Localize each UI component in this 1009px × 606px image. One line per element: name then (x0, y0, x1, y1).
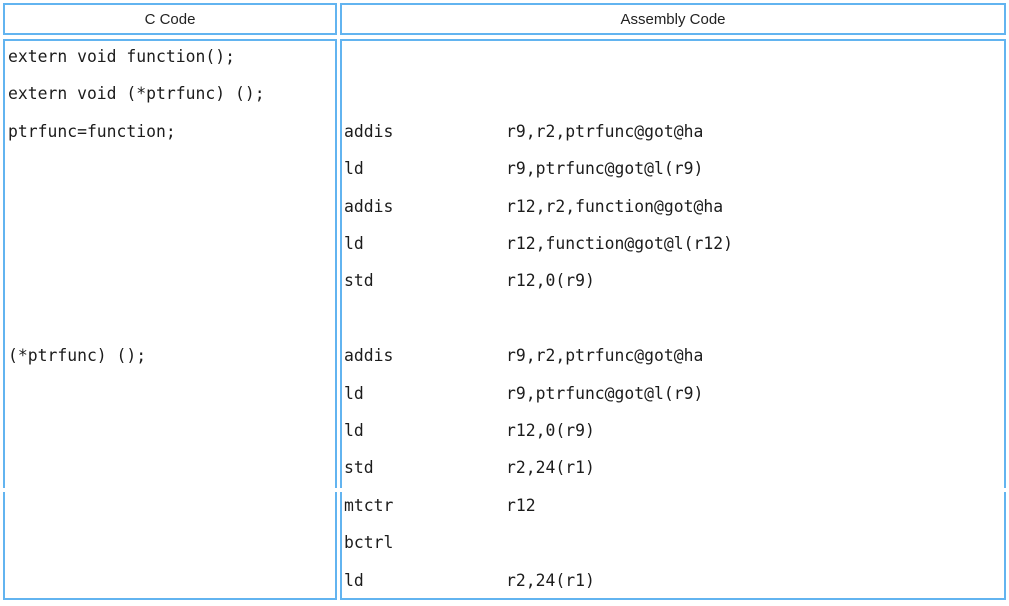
c-code-header-label: C Code (144, 10, 196, 28)
header-cell-assembly-code: Assembly Code (340, 3, 1006, 35)
empty-bottom-cell (3, 492, 337, 600)
c-code-cell (3, 39, 337, 488)
assembly-code-cell (340, 39, 1006, 488)
assembly-branch-cell (340, 492, 1006, 600)
header-cell-c-code: C Code (3, 3, 337, 35)
assembly-code-header-label: Assembly Code (620, 10, 726, 28)
